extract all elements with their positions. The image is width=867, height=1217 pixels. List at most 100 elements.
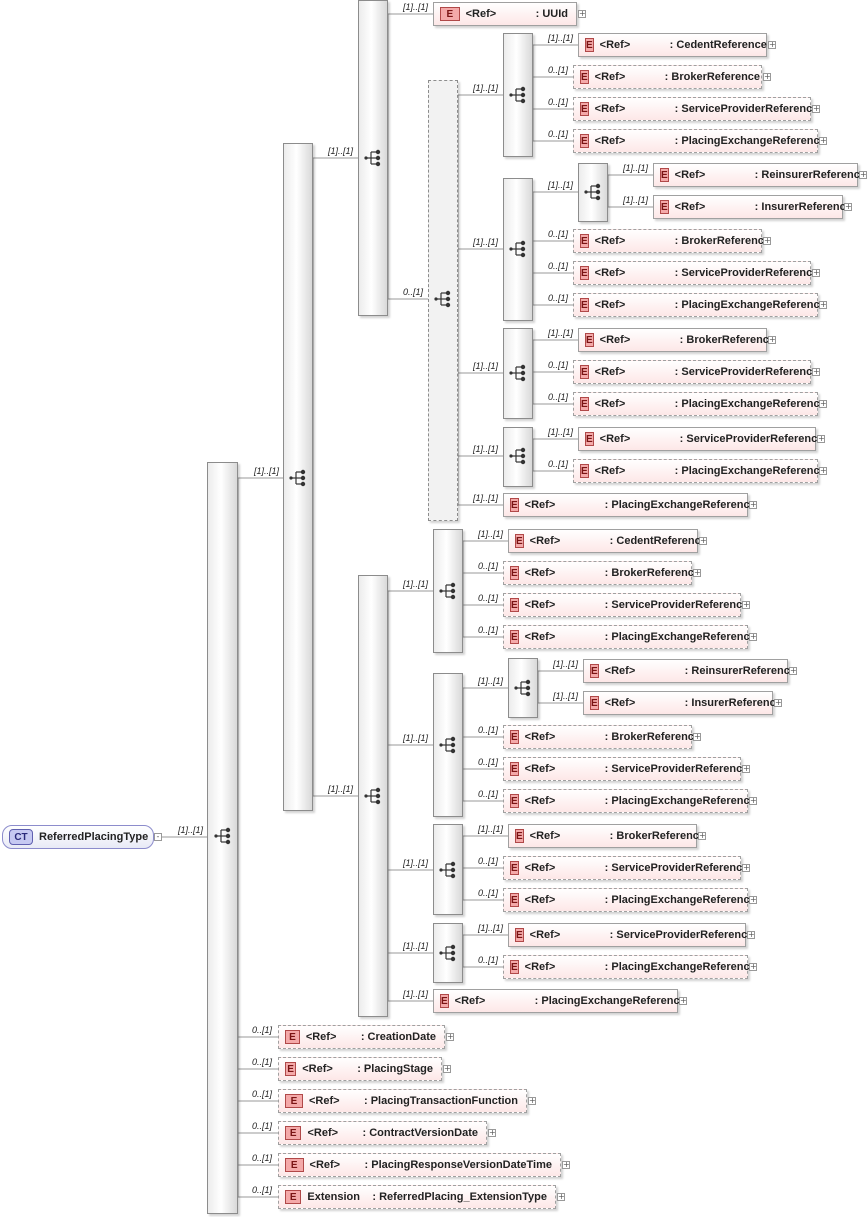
expand-icon[interactable]: + [763,72,771,81]
sequence-icon [509,364,526,382]
element-box-s8[interactable]: E<Ref>: ServiceProviderReference [503,856,748,880]
element-badge: E [585,432,594,446]
expand-icon[interactable]: + [557,1192,565,1201]
element-box-p5[interactable]: E<Ref>: PlacingExchangeReference [503,493,756,517]
expand-icon[interactable]: + [819,300,827,309]
element-ref-prefix: <Ref> [529,929,561,941]
expand-icon[interactable]: + [812,367,820,376]
element-name: : BrokerReference [664,71,761,83]
element-name: : PlacingExchangeReference [604,795,756,807]
expand-icon[interactable]: + [749,962,757,971]
element-box-b1[interactable]: E<Ref>: BrokerReference [573,65,762,89]
expand-icon[interactable]: + [774,698,782,707]
element-box-s7[interactable]: E<Ref>: ServiceProviderReference [503,757,748,781]
expand-icon[interactable]: + [693,568,701,577]
element-box-cd[interactable]: E<Ref>: CreationDate [278,1025,445,1049]
expand-icon[interactable]: + [443,1064,451,1073]
expand-icon[interactable]: + [699,536,707,545]
expand-icon[interactable]: + [698,831,706,840]
expand-icon[interactable]: + [578,9,586,18]
expand-icon[interactable]: + [742,764,750,773]
element-box-prv[interactable]: E<Ref>: PlacingResponseVersionDateTime [278,1153,561,1177]
element-box-cvd[interactable]: E<Ref>: ContractVersionDate [278,1121,487,1145]
expand-icon[interactable]: + [528,1096,536,1105]
element-box-c6[interactable]: E<Ref>: CedentReference [508,529,707,553]
expand-icon[interactable]: + [679,996,687,1005]
expand-icon[interactable]: + [859,170,867,179]
expand-icon[interactable]: + [749,632,757,641]
element-box-p3[interactable]: E<Ref>: PlacingExchangeReference [573,392,826,416]
element-box-p6[interactable]: E<Ref>: PlacingExchangeReference [503,625,756,649]
element-box-s3[interactable]: E<Ref>: ServiceProviderReference [573,360,818,384]
element-box-uuid[interactable]: E<Ref>: UUId [433,2,577,26]
element-box-s4[interactable]: E<Ref>: ServiceProviderReference [578,427,823,451]
expand-icon[interactable]: + [819,399,827,408]
element-box-p1[interactable]: E<Ref>: PlacingExchangeReference [573,129,826,153]
expand-icon[interactable]: + [819,466,827,475]
element-name: : ReferredPlacing_ExtensionType [372,1191,547,1203]
element-badge: E [510,794,519,808]
element-box-p4[interactable]: E<Ref>: PlacingExchangeReference [573,459,826,483]
multiplicity-label: 0..[1] [478,725,499,735]
expand-icon[interactable]: + [742,863,750,872]
expand-icon[interactable]: + [749,500,757,509]
element-box-s6[interactable]: E<Ref>: ServiceProviderReference [503,593,748,617]
element-box-p10[interactable]: E<Ref>: PlacingExchangeReference [433,989,686,1013]
element-box-b3[interactable]: E<Ref>: BrokerReference [578,328,775,352]
expand-icon[interactable]: + [789,666,797,675]
element-box-s1[interactable]: E<Ref>: ServiceProviderReference [573,97,818,121]
expand-icon[interactable]: - [154,833,162,841]
element-box-ptf[interactable]: E<Ref>: PlacingTransactionFunction [278,1089,527,1113]
element-box-p7[interactable]: E<Ref>: PlacingExchangeReference [503,789,756,813]
expand-icon[interactable]: + [749,895,757,904]
element-box-c1[interactable]: E<Ref>: CedentReference [578,33,767,57]
element-box-p2[interactable]: E<Ref>: PlacingExchangeReference [573,293,826,317]
element-ref-prefix: <Ref> [599,433,631,445]
element-box-i1[interactable]: E<Ref>: InsurerReference [653,195,852,219]
element-box-b8[interactable]: E<Ref>: BrokerReference [508,824,705,848]
multiplicity-label: [1]..[1] [403,858,429,868]
multiplicity-label: [1]..[1] [548,33,574,43]
element-box-b6[interactable]: E<Ref>: BrokerReference [503,561,700,585]
expand-icon[interactable]: + [562,1160,570,1169]
sequence-icon [434,290,451,308]
element-badge: E [585,333,594,347]
expand-icon[interactable]: + [446,1032,454,1041]
expand-icon[interactable]: + [819,136,827,145]
expand-icon[interactable]: + [844,202,852,211]
element-box-s2[interactable]: E<Ref>: ServiceProviderReference [573,261,818,285]
element-box-ps[interactable]: E<Ref>: PlacingStage [278,1057,442,1081]
expand-icon[interactable]: + [763,236,771,245]
expand-icon[interactable]: + [768,335,776,344]
expand-icon[interactable]: + [768,40,776,49]
element-name: : CedentReference [609,535,707,547]
expand-icon[interactable]: + [488,1128,496,1137]
expand-icon[interactable]: + [693,732,701,741]
expand-icon[interactable]: + [749,796,757,805]
multiplicity-label: 0..[1] [548,65,569,75]
multiplicity-label: [1]..[1] [403,2,429,12]
expand-icon[interactable]: + [817,434,825,443]
element-ref-prefix: <Ref> [594,135,626,147]
expand-icon[interactable]: + [742,600,750,609]
element-box-i7[interactable]: E<Ref>: InsurerReference [583,691,782,715]
root-type-label: ReferredPlacingType [39,831,149,843]
expand-icon[interactable]: + [812,104,820,113]
element-ref-prefix: <Ref> [599,334,631,346]
element-box-s9[interactable]: E<Ref>: ServiceProviderReference [508,923,753,947]
element-ref-prefix: <Ref> [594,235,626,247]
root-complex-type[interactable]: CT ReferredPlacingType [2,825,154,849]
element-box-r1[interactable]: E<Ref>: ReinsurerReference [653,163,866,187]
element-box-r7[interactable]: E<Ref>: ReinsurerReference [583,659,796,683]
element-box-b2[interactable]: E<Ref>: BrokerReference [573,229,770,253]
element-box-b7[interactable]: E<Ref>: BrokerReference [503,725,700,749]
element-box-p8[interactable]: E<Ref>: PlacingExchangeReference [503,888,756,912]
expand-icon[interactable]: + [747,930,755,939]
element-box-p9[interactable]: E<Ref>: PlacingExchangeReference [503,955,756,979]
expand-icon[interactable]: + [812,268,820,277]
element-ref-prefix: <Ref> [604,665,636,677]
element-name: : PlacingResponseVersionDateTime [364,1159,552,1171]
sequence-icon [509,447,526,465]
